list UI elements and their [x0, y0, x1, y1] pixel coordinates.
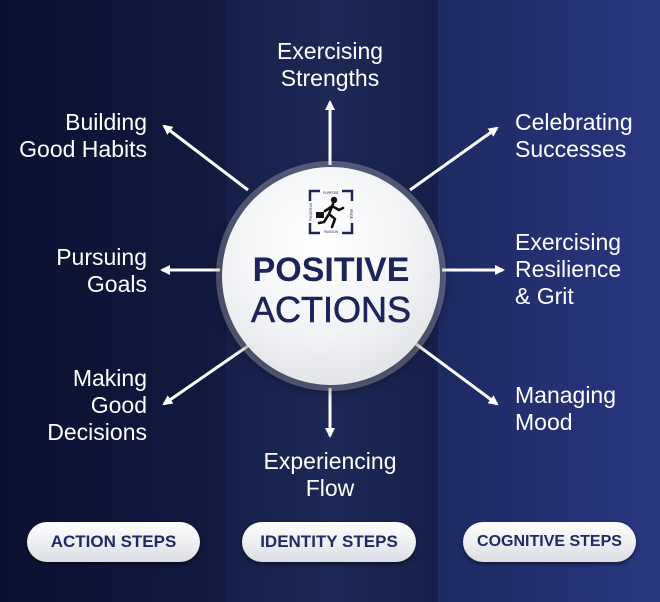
arrow-upper-right	[409, 126, 499, 192]
center-title-line-2: ACTIONS	[250, 289, 412, 331]
label-line: Successes	[515, 136, 627, 162]
label-celebrating-successes: Celebrating Successes	[515, 109, 655, 163]
action-steps-panel	[0, 0, 226, 602]
label-building-good-habits: Building Good Habits	[0, 109, 147, 163]
cognitive-steps-badge: COGNITIVE STEPS	[463, 522, 636, 562]
label-line: Strengths	[280, 65, 380, 91]
label-line: Resilience	[515, 256, 622, 282]
logo-word: PASSION	[324, 230, 339, 234]
label-line: Decisions	[47, 419, 147, 445]
logo-word: PURPOSE	[323, 191, 339, 195]
label-pursuing-goals: Pursuing Goals	[0, 244, 147, 298]
center-title-line-1: POSITIVE	[252, 251, 410, 289]
label-line: Exercising	[515, 229, 622, 255]
label-line: & Grit	[515, 283, 574, 309]
label-line: Celebrating	[515, 109, 633, 135]
label-line: Mood	[515, 409, 573, 435]
label-making-good-decisions: Making Good Decisions	[0, 365, 147, 446]
label-line: Flow	[305, 475, 355, 501]
label-exercising-strengths: Exercising Strengths	[248, 38, 412, 92]
identity-steps-badge: IDENTITY STEPS	[242, 522, 416, 562]
runner-logo-icon: PURPOSE PRIDE PASSION PROGRESS	[308, 189, 354, 235]
label-line: Goals	[86, 271, 147, 297]
label-line: Managing	[515, 382, 617, 408]
label-line: Building	[65, 109, 147, 135]
positive-actions-circle: PURPOSE PRIDE PASSION PROGRESS POSITIVE …	[222, 167, 440, 385]
label-line: Good	[90, 392, 147, 418]
label-line: Experiencing	[263, 448, 397, 474]
logo-word: PROGRESS	[309, 203, 313, 221]
label-line: Pursuing	[56, 244, 147, 270]
label-experiencing-flow: Experiencing Flow	[238, 448, 422, 502]
label-line: Exercising	[276, 38, 384, 64]
label-line: Good Habits	[19, 136, 147, 162]
cognitive-steps-panel	[438, 0, 660, 602]
label-managing-mood: Managing Mood	[515, 382, 655, 436]
logo-word: PRIDE	[349, 209, 353, 219]
label-exercising-resilience-grit: Exercising Resilience & Grit	[515, 229, 655, 310]
label-line: Making	[72, 365, 147, 391]
arrow-upper-left	[162, 124, 249, 192]
action-steps-badge: ACTION STEPS	[27, 522, 200, 562]
arrow-lower-right	[415, 342, 499, 406]
arrow-lower-left	[162, 344, 249, 406]
